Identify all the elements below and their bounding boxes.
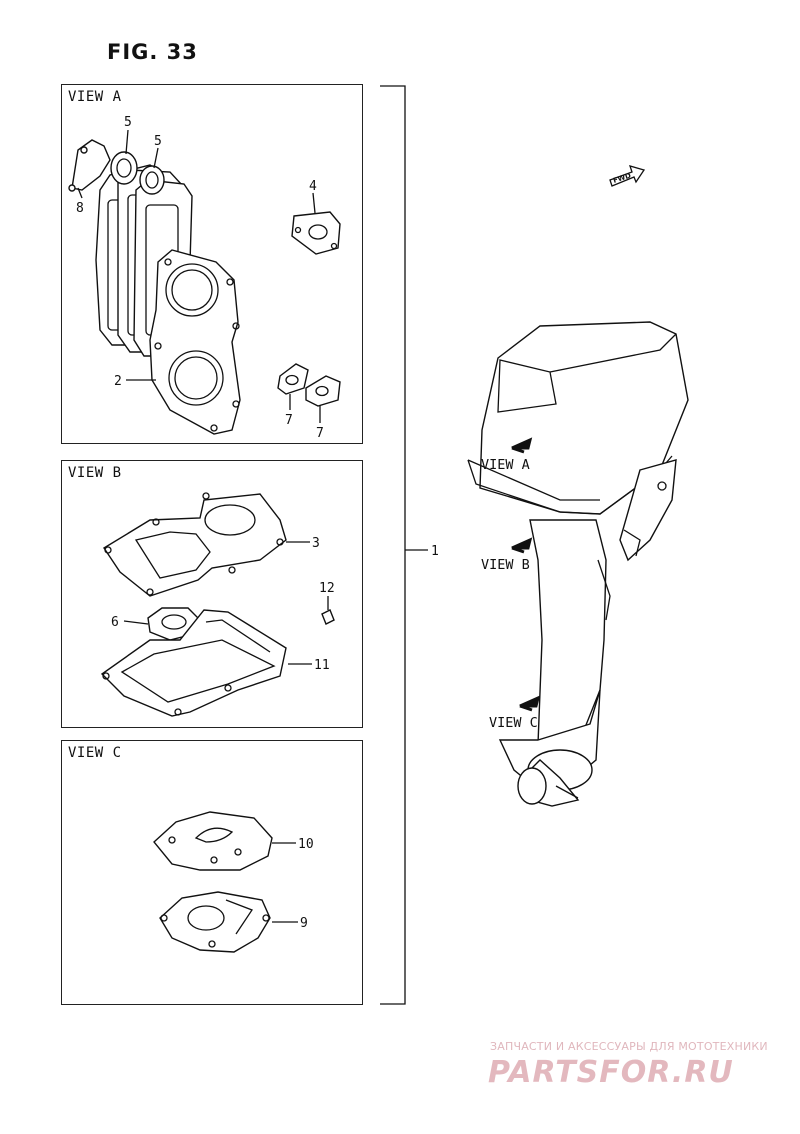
callout-11: 11 bbox=[314, 658, 330, 673]
figure-title: FIG. 33 bbox=[107, 40, 198, 64]
callout-12: 12 bbox=[319, 581, 335, 596]
callout-5b: 5 bbox=[154, 134, 162, 149]
callout-4: 4 bbox=[309, 179, 317, 194]
callout-5a: 5 bbox=[124, 115, 132, 130]
outboard-engine-illustration bbox=[467, 321, 689, 807]
callout-3: 3 bbox=[312, 536, 320, 551]
callout-2: 2 bbox=[114, 374, 122, 389]
callout-7a: 7 bbox=[285, 413, 293, 428]
pointer-arrow-view-a bbox=[511, 437, 533, 454]
callout-8: 8 bbox=[76, 201, 84, 216]
callout-10: 10 bbox=[298, 837, 314, 852]
view-c-panel: VIEW C bbox=[61, 740, 363, 1005]
watermark-brand: PARTSFOR.RU bbox=[488, 1055, 734, 1090]
kit-bracket bbox=[380, 85, 428, 1005]
callout-9: 9 bbox=[300, 916, 308, 931]
pointer-arrow-view-c bbox=[519, 695, 541, 712]
engine-view-c-label: VIEW C bbox=[489, 715, 538, 731]
view-a-label: VIEW A bbox=[68, 89, 122, 105]
gasket-stack-view-a bbox=[68, 139, 341, 435]
callout-1: 1 bbox=[431, 544, 439, 559]
fwd-arrow-icon bbox=[609, 165, 646, 187]
engine-view-a-label: VIEW A bbox=[481, 457, 530, 473]
view-b-panel: VIEW B bbox=[61, 460, 363, 728]
engine-view-b-label: VIEW B bbox=[481, 557, 530, 573]
view-a-panel: VIEW A bbox=[61, 84, 363, 444]
fwd-label: FWD bbox=[612, 172, 632, 185]
watermark-tagline: ЗАПЧАСТИ И АКСЕССУАРЫ ДЛЯ МОТОТЕХНИКИ bbox=[490, 1040, 768, 1053]
callout-6: 6 bbox=[111, 615, 119, 630]
callout-7b: 7 bbox=[316, 426, 324, 441]
pointer-arrow-view-b bbox=[511, 537, 533, 554]
gasket-group-view-b bbox=[100, 492, 335, 717]
view-b-label: VIEW B bbox=[68, 465, 122, 481]
gasket-group-view-c bbox=[153, 811, 273, 953]
view-c-label: VIEW C bbox=[68, 745, 122, 761]
